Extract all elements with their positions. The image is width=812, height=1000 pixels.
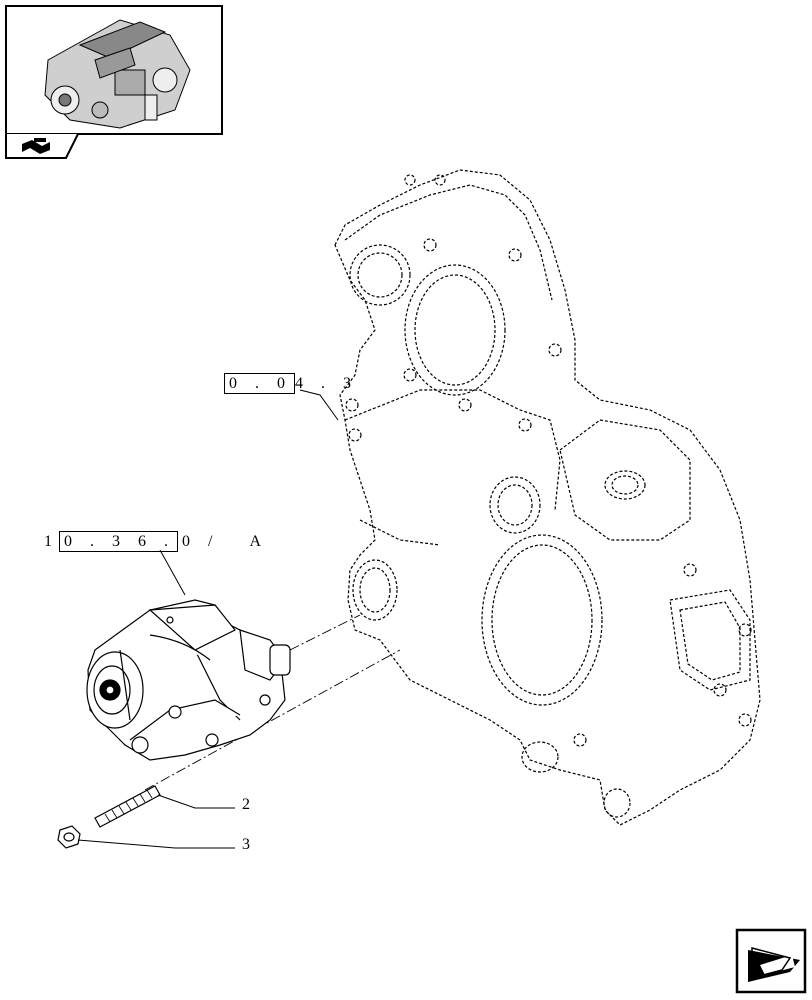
alignment-lines <box>144 614 401 791</box>
hex-nut <box>57 825 81 849</box>
leader-lines <box>77 389 339 849</box>
previous-page-tab[interactable] <box>5 133 79 159</box>
callout-boxed-part: 0 . 0 <box>224 373 295 394</box>
stud-bolt <box>94 785 161 828</box>
callout-rest: 4 . 3 <box>295 375 358 392</box>
next-page-button[interactable] <box>735 928 807 994</box>
timing-gear-housing <box>334 169 761 826</box>
callout-boxed-part: 0 . 3 6 . <box>59 531 178 552</box>
item-label-3: 3 <box>242 836 250 853</box>
item-label-2: 2 <box>242 796 250 813</box>
callout-rest: 0 / <box>182 533 220 550</box>
next-page-arrow-icon <box>748 947 800 982</box>
starter-motor <box>86 599 291 761</box>
callout-suffix: A <box>249 533 269 550</box>
previous-page-arrow-icon <box>22 138 50 154</box>
engine-thumbnail-icon[interactable] <box>5 5 223 135</box>
callout-prefix: 1 <box>44 533 59 550</box>
